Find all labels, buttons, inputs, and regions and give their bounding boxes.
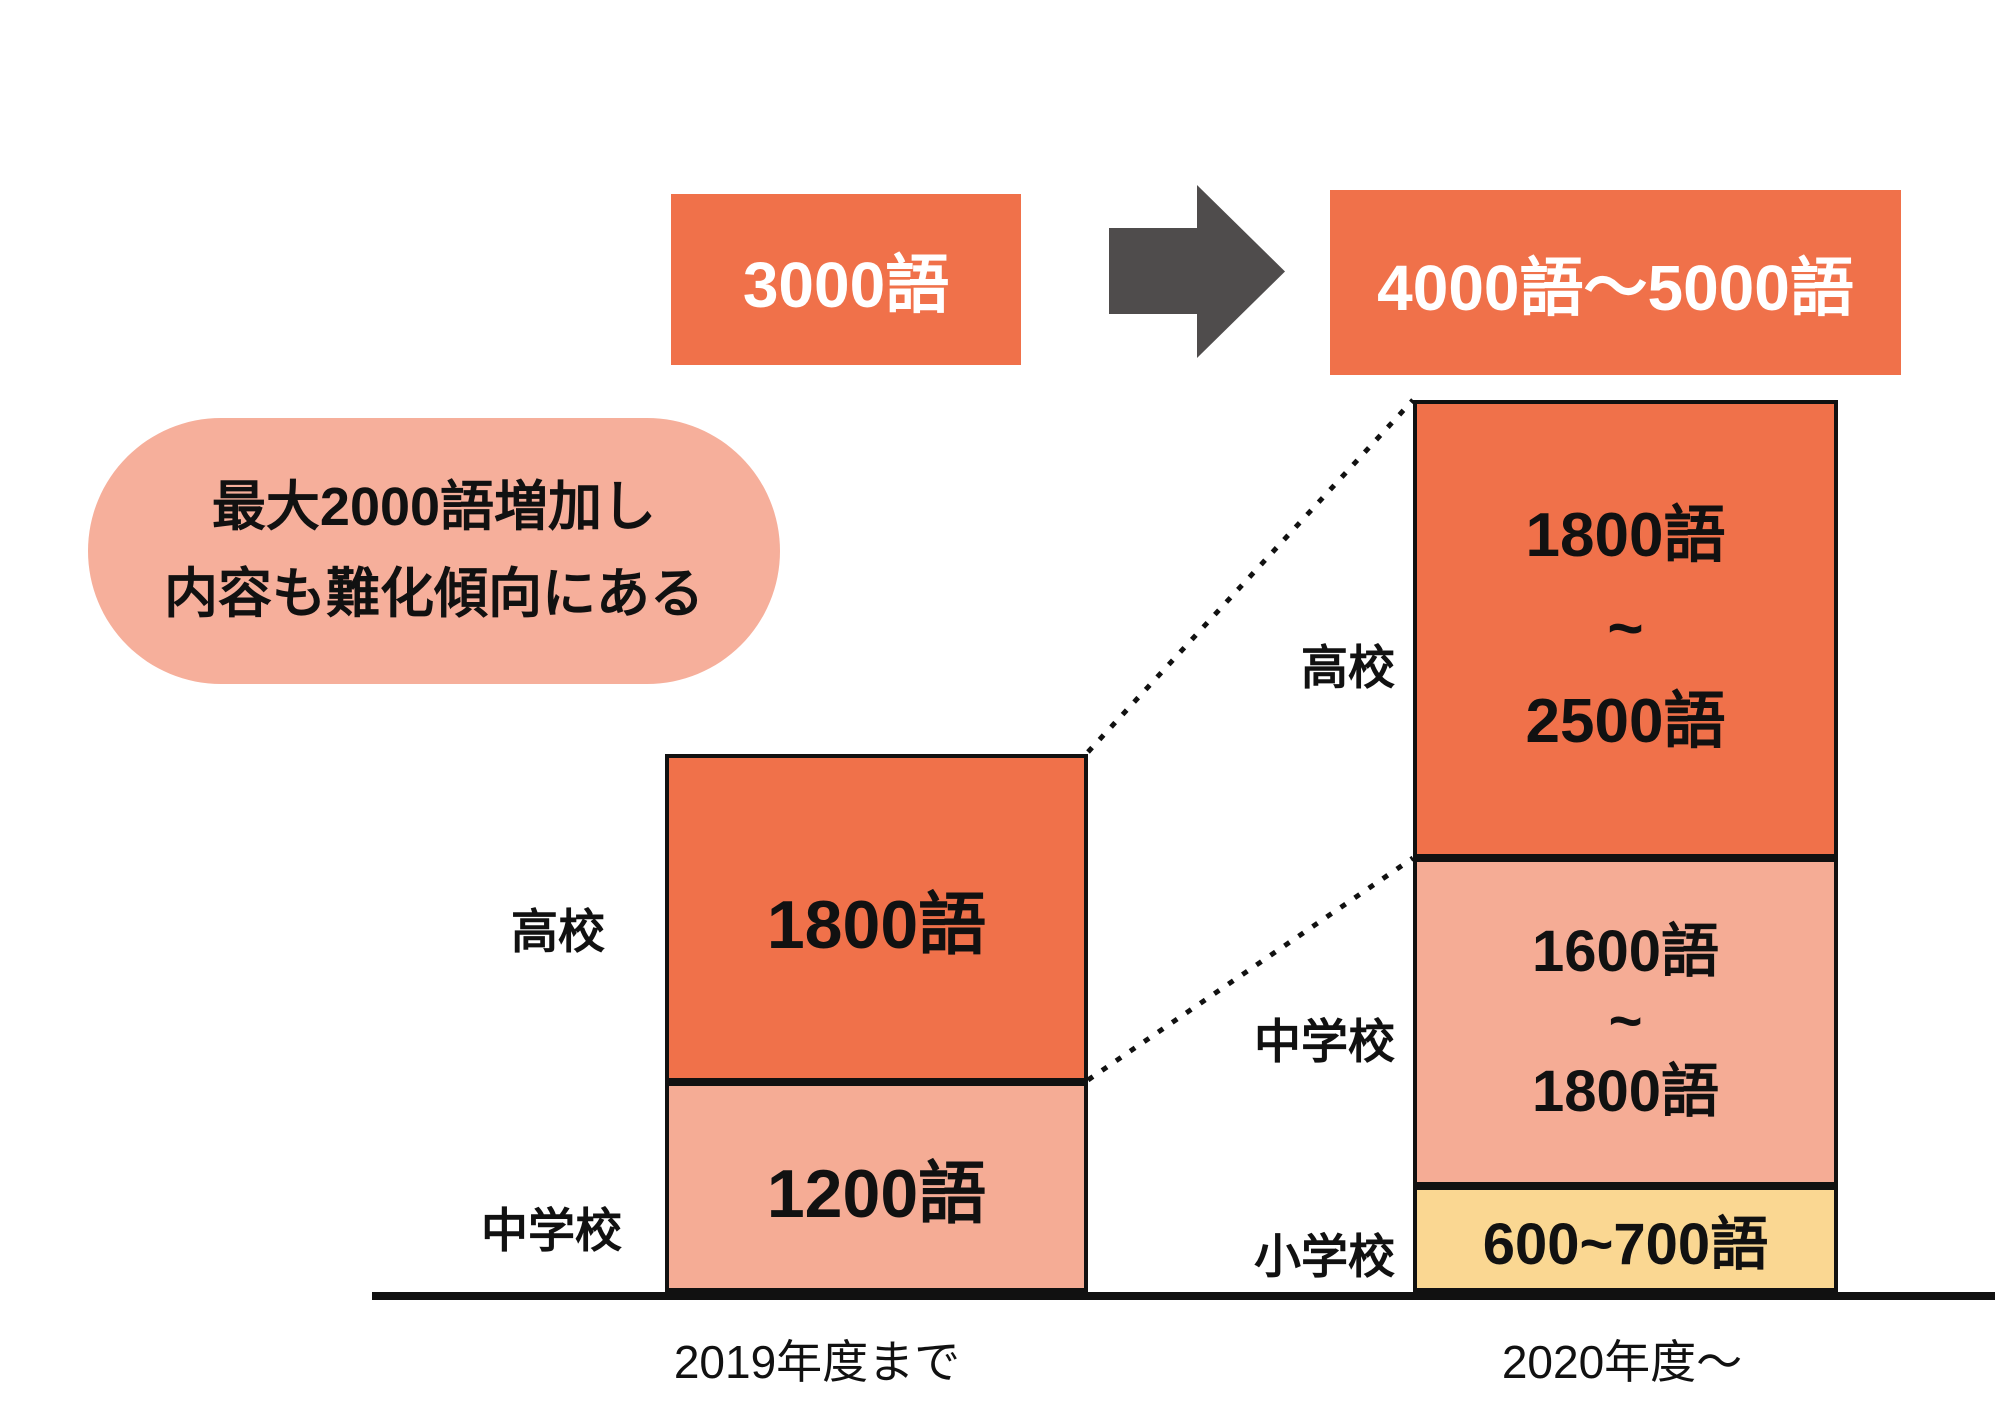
bar-2020-chuugakkou-line3: 1800語	[1531, 1058, 1720, 1124]
bar-2020-segment-shougakkou: 600~700語	[1413, 1186, 1838, 1292]
label-2020-chuugakkou-text: 中学校	[1254, 1015, 1395, 1068]
label-2019-chuugakkou-text: 中学校	[481, 1204, 622, 1257]
bar-2020-koukou-line1: 1800語	[1525, 500, 1726, 570]
bar-2019-segment-koukou: 1800語	[665, 754, 1088, 1082]
bar-2020-chuugakkou-tilde: ~	[1608, 989, 1643, 1055]
bar-2020-segment-chuugakkou: 1600語 ~ 1800語	[1413, 858, 1838, 1186]
axis-label-2020: 2020年度〜	[1322, 1326, 1922, 1392]
callout-line-2: 内容も難化傾向にある	[164, 564, 704, 624]
callout-line-1: 最大2000語増加し	[211, 476, 657, 537]
label-2019-koukou: 高校	[400, 893, 605, 962]
label-2019-koukou-text: 高校	[511, 905, 605, 958]
transition-arrow-icon	[1109, 185, 1285, 358]
bar-2019-segment-chuugakkou: 1200語	[665, 1082, 1088, 1292]
total-after-box: 4000語〜5000語	[1330, 190, 1901, 375]
bar-2019-koukou-value: 1800語	[766, 886, 987, 963]
label-2019-chuugakkou: 中学校	[400, 1192, 622, 1261]
total-after-label: 4000語〜5000語	[1377, 251, 1854, 324]
x-axis-line	[372, 1292, 1995, 1300]
bar-2020-koukou-line3: 2500語	[1525, 686, 1726, 756]
label-2020-shougakkou-text: 小学校	[1254, 1230, 1395, 1283]
label-2020-koukou-text: 高校	[1301, 641, 1395, 694]
total-before-box: 3000語	[671, 194, 1021, 365]
bar-2020-chuugakkou-line1: 1600語	[1531, 919, 1720, 985]
bar-2020-koukou-tilde: ~	[1607, 594, 1644, 664]
bar-2019-chuugakkou-value: 1200語	[766, 1155, 987, 1232]
label-2020-koukou: 高校	[1190, 629, 1395, 698]
label-2020-shougakkou: 小学校	[1175, 1218, 1395, 1287]
connector-line-top	[1086, 398, 1415, 754]
total-before-label: 3000語	[742, 248, 950, 321]
label-2020-chuugakkou: 中学校	[1175, 1003, 1395, 1072]
axis-label-2020-text: 2020年度〜	[1501, 1336, 1743, 1388]
bar-2020-segment-koukou: 1800語 ~ 2500語	[1413, 400, 1838, 858]
bar-2020-shougakkou-value: 600~700語	[1482, 1212, 1769, 1277]
callout-bubble: 最大2000語増加し 内容も難化傾向にある	[88, 418, 780, 684]
axis-label-2019-text: 2019年度まで	[673, 1336, 961, 1388]
axis-label-2019: 2019年度まで	[517, 1326, 1117, 1392]
